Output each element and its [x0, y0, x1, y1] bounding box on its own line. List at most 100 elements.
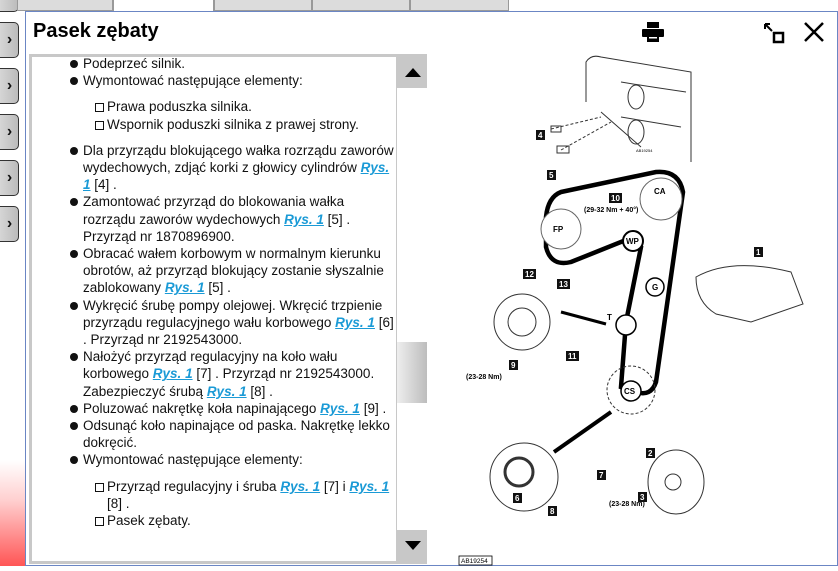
arrow-up-icon	[404, 68, 421, 77]
step-text: [7] . Przyrząd nr 2192543000. Zabezpiecz…	[83, 366, 375, 399]
svg-text:AB19254: AB19254	[636, 148, 653, 153]
callout-number: 13	[559, 280, 568, 289]
chevron-right-icon: ›	[7, 0, 12, 3]
callout-box	[513, 493, 522, 503]
step-text: Obracać wałem korbowym w normalnym kieru…	[83, 246, 384, 296]
torque-2: (23-28 Nm)	[609, 501, 645, 508]
print-button[interactable]	[642, 22, 664, 47]
callout-number: 10	[611, 194, 620, 203]
g-pulley	[645, 277, 665, 297]
chevron-right-icon: ›	[6, 123, 13, 140]
figure-link[interactable]: Rys. 1	[284, 211, 324, 227]
chevron-right-icon: ›	[6, 77, 13, 94]
list-item: Wymontować następujące elementy:	[32, 72, 395, 89]
figure-link[interactable]: Rys. 1	[320, 400, 360, 416]
sidebar-expand-button[interactable]: ›	[0, 22, 19, 58]
fp-pulley	[540, 208, 582, 250]
sub-list-item: Prawa poduszka silnika.	[32, 98, 395, 115]
printer-icon	[642, 22, 664, 42]
callout-number: 9	[511, 361, 516, 370]
checkbox-square-icon	[95, 120, 104, 130]
bullet-icon	[70, 301, 78, 310]
callout-box	[646, 448, 655, 458]
timing-belt-diagram: AB19254 FP CA WP G T CS (29-32 Nm + 40°)…	[451, 52, 838, 566]
figure-link[interactable]: Rys. 1	[349, 478, 390, 494]
ca-pulley	[639, 177, 683, 221]
callout-box	[597, 470, 606, 480]
checkbox-square-icon	[95, 103, 104, 113]
sidebar-expand-button[interactable]: ›	[0, 160, 19, 196]
checkbox-square-icon	[95, 482, 104, 492]
chevron-right-icon: ›	[6, 169, 13, 186]
tab[interactable]	[410, 0, 509, 11]
figure-link[interactable]: Rys. 1	[152, 366, 193, 382]
bullet-icon	[70, 250, 78, 259]
figure-link[interactable]: Rys. 1	[280, 478, 321, 494]
torque-10: (29-32 Nm + 40°)	[584, 206, 638, 214]
arrow-down-icon	[404, 541, 421, 550]
callout-box	[754, 247, 763, 257]
step-text: Pasek zębaty.	[107, 513, 191, 529]
figure-link[interactable]: Rys. 1	[164, 280, 205, 296]
step-text: [8] .	[107, 495, 130, 511]
restore-window-button[interactable]	[763, 22, 785, 49]
callout-box	[638, 492, 647, 502]
callout-number: 6	[515, 494, 520, 503]
instructions-pane: Podeprzeć silnik.Wymontować następujące …	[29, 54, 427, 564]
tab[interactable]	[312, 0, 410, 11]
step-text: Odsunąć koło napinające od paska. Nakręt…	[83, 418, 390, 451]
step-text: [5] . Przyrząd nr 1870896900.	[83, 211, 351, 244]
list-item: Wykręcić śrubę pompy olejowej. Wkręcić t…	[32, 297, 395, 349]
sidebar-expand-button[interactable]: ›	[0, 206, 19, 242]
vertical-scrollbar[interactable]	[396, 57, 427, 561]
scroll-up-button[interactable]	[397, 57, 427, 88]
label-fp: FP	[553, 225, 564, 234]
sub-list-item: Pasek zębaty.	[32, 512, 395, 529]
bullet-icon	[70, 146, 78, 155]
instructions-list: Podeprzeć silnik.Wymontować następujące …	[32, 57, 395, 538]
callout-box	[548, 506, 557, 516]
callout-number: 12	[525, 270, 534, 279]
label-g: G	[652, 283, 658, 292]
bullet-icon	[70, 353, 78, 362]
figure-link[interactable]: Rys. 1	[206, 383, 247, 399]
list-item: Nałożyć przyrząd regulacyjny na koło wał…	[32, 348, 395, 400]
bullet-icon	[70, 60, 78, 68]
figure-link[interactable]: Rys. 1	[335, 314, 375, 330]
sidebar-expand-button[interactable]: ›	[0, 68, 19, 104]
callout-box	[557, 279, 570, 289]
chevron-right-icon: ›	[6, 31, 13, 48]
callout-number: 5	[549, 171, 554, 180]
tab-active[interactable]	[113, 0, 214, 12]
callout-number: 3	[640, 493, 645, 502]
step-text: Nałożyć przyrząd regulacyjny na koło wał…	[83, 349, 338, 382]
callout-box	[566, 351, 579, 361]
tab-bar	[17, 0, 838, 12]
close-button[interactable]	[803, 21, 825, 48]
figure-link[interactable]: Rys. 1	[83, 160, 390, 193]
step-text: [4] .	[90, 177, 117, 193]
list-item: Dla przyrządu blokującego wałka rozrządu…	[32, 142, 395, 194]
list-item: Odsunąć koło napinające od paska. Nakręt…	[32, 417, 395, 451]
tab[interactable]	[214, 0, 312, 11]
scroll-down-button[interactable]	[397, 530, 427, 561]
step-text: Wykręcić śrubę pompy olejowej. Wkręcić t…	[83, 297, 383, 330]
label-cs: CS	[624, 387, 636, 396]
callout-box	[547, 170, 556, 180]
scrollbar-thumb[interactable]	[397, 342, 427, 403]
step-text: Dla przyrządu blokującego wałka rozrządu…	[83, 142, 394, 176]
step-text: Zamontować przyrząd do blokowania wałka …	[83, 194, 345, 227]
step-text: [5] .	[204, 280, 231, 296]
bullet-icon	[70, 456, 78, 465]
t-pulley	[615, 314, 637, 336]
list-item: Wymontować następujące elementy:	[32, 451, 395, 468]
label-wp: WP	[626, 237, 640, 246]
callout-number: 11	[568, 352, 577, 361]
tab[interactable]	[17, 0, 113, 11]
list-item: Podeprzeć silnik.	[32, 57, 395, 72]
sidebar-expand-button[interactable]: ›	[0, 114, 19, 150]
restore-window-icon	[764, 23, 785, 44]
step-text: Prawa poduszka silnika.	[107, 99, 252, 115]
page-title: Pasek zębaty	[33, 20, 159, 42]
callout-box	[509, 360, 518, 370]
